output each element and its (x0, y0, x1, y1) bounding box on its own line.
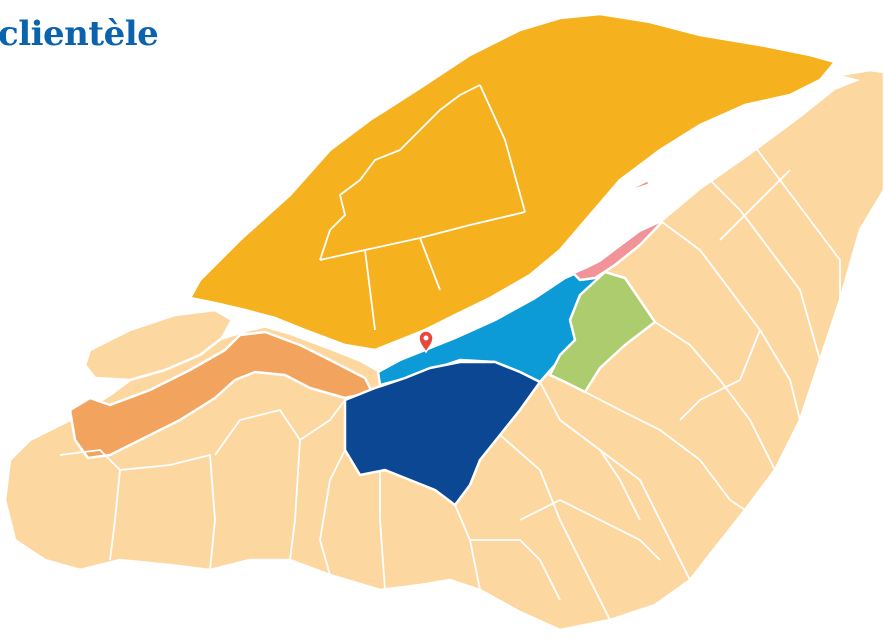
north-shore-borders (319, 84, 526, 331)
green-zone-region[interactable] (548, 270, 657, 394)
north-shore-region[interactable] (188, 12, 837, 352)
page-title: clientèle (0, 14, 159, 54)
west-island-region[interactable] (83, 308, 234, 382)
river (230, 75, 860, 372)
map-pin-icon[interactable] (418, 330, 434, 354)
south-shore-borders (59, 139, 841, 621)
